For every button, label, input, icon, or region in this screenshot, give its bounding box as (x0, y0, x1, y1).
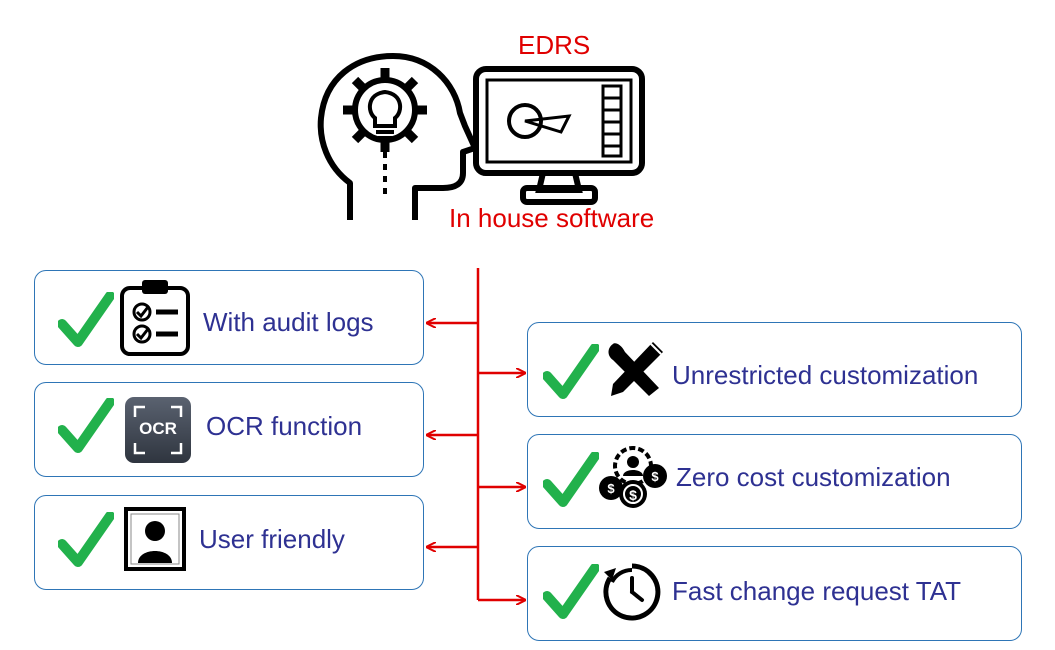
check-icon (543, 344, 599, 399)
monitor-software-icon (473, 66, 645, 206)
product-subtitle: In house software (449, 203, 655, 233)
feature-label-ocr: OCR function (206, 411, 363, 441)
user-portrait-icon (124, 507, 186, 571)
cost-people-coins-icon: $ $ $ (597, 444, 669, 510)
svg-text:$: $ (629, 487, 637, 503)
check-icon (543, 452, 599, 507)
ocr-scan-icon: OCR (125, 397, 191, 463)
head-lightbulb-gear-icon (315, 48, 475, 223)
svg-text:$: $ (651, 469, 659, 484)
check-icon (543, 564, 599, 619)
check-icon (58, 292, 114, 347)
feature-box-user-friendly (34, 495, 424, 590)
feature-box-ocr (34, 382, 424, 477)
svg-text:$: $ (607, 481, 615, 496)
product-name: EDRS (518, 30, 591, 60)
ocr-icon-text: OCR (139, 419, 177, 438)
feature-box-unrestricted (527, 322, 1022, 417)
feature-box-fast-change (527, 546, 1022, 641)
feature-label-fast-change: Fast change request TAT (672, 576, 962, 606)
feature-label-unrestricted: Unrestricted customization (672, 360, 979, 390)
feature-label-user-friendly: User friendly (199, 524, 345, 554)
check-icon (58, 512, 114, 567)
clipboard-checklist-icon (118, 278, 192, 358)
feature-label-zero-cost: Zero cost customization (676, 462, 951, 492)
feature-label-audit-logs: With audit logs (203, 307, 374, 337)
check-icon (58, 398, 114, 453)
tools-wrench-pencil-icon (605, 340, 665, 400)
timer-refresh-icon (600, 560, 664, 624)
